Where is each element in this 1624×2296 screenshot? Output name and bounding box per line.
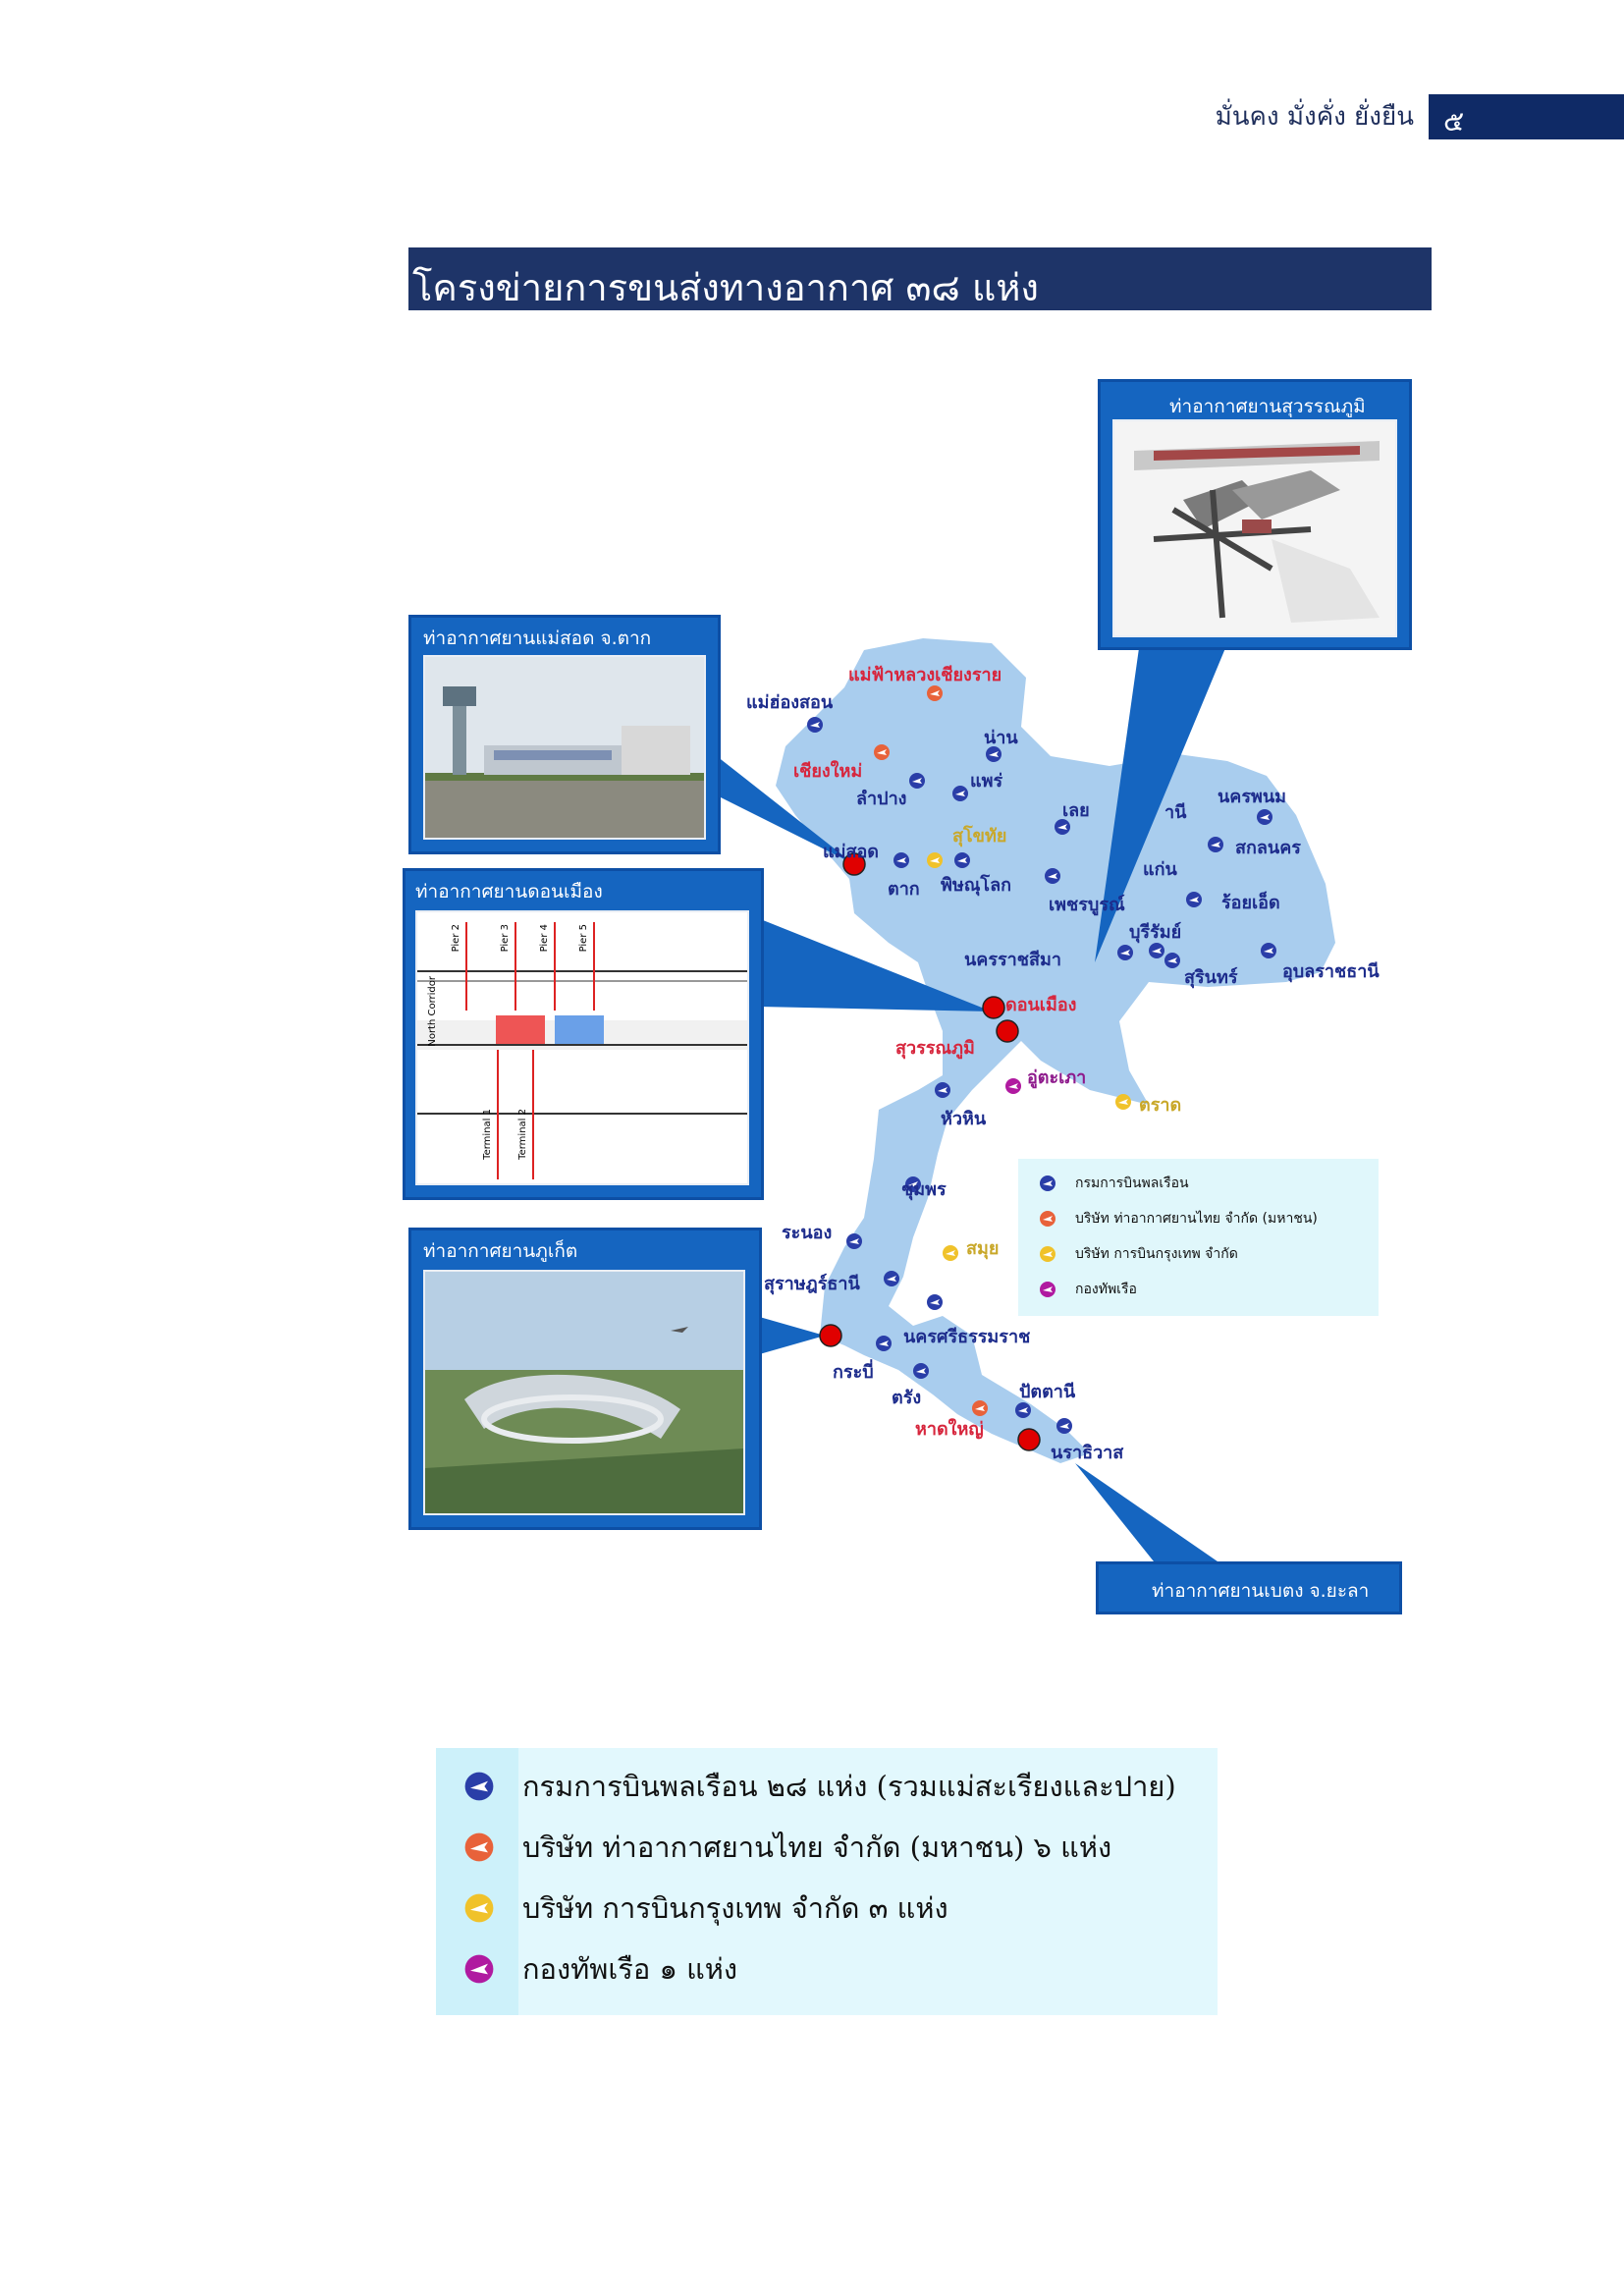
city-pattani: ปัตตานี — [1019, 1382, 1076, 1402]
don-mueang-terminal-diagram: Pier 2 Pier 3 Pier 4 Pier 5 North Corrid… — [415, 910, 749, 1185]
thailand-map — [717, 638, 1335, 1561]
don-mueang-callout: ท่าอากาศยานดอนเมือง Pier 2 Pier 3 Pier 4… — [403, 868, 764, 1200]
north-corridor-label: North Corridor — [427, 976, 438, 1047]
dca-airport-icon — [464, 1772, 494, 1801]
city-phitsanulok: พิษณุโลก — [941, 875, 1012, 896]
page-number: ๕ — [1443, 105, 1465, 137]
city-chumphon: ชุมพร — [901, 1179, 947, 1200]
phuket-callout-label: ท่าอากาศยานภูเก็ต — [423, 1240, 578, 1262]
legend-row-dca: กรมการบินพลเรือน ๒๘ แห่ง (รวมแม่สะเรียงแ… — [461, 1764, 1176, 1809]
legend-row-aot: บริษัท ท่าอากาศยานไทย จำกัด (มหาชน) ๖ แห… — [461, 1825, 1111, 1870]
thailand-shape — [776, 638, 1335, 1463]
phuket-airport-image — [423, 1270, 745, 1515]
navy-airport-icon — [464, 1954, 494, 1984]
city-sukhothai: สุโขทัย — [952, 826, 1007, 847]
betong-callout-label: ท่าอากาศยานเบตง จ.ยะลา — [1152, 1580, 1370, 1602]
mae-sot-connector — [717, 756, 854, 864]
city-sakon: สกลนคร — [1235, 838, 1301, 858]
suvarnabhumi-connector — [1095, 648, 1225, 962]
city-trat: ตราด — [1139, 1095, 1182, 1116]
page-title: โครงข่ายการขนส่งทางอากาศ ๓๘ แห่ง — [412, 266, 1039, 309]
city-phrae: แพร่ — [970, 771, 1003, 792]
city-ranong: ระนอง — [782, 1223, 833, 1243]
pier-3-label: Pier 3 — [500, 924, 511, 953]
mae-sot-callout-label: ท่าอากาศยานแม่สอด จ.ตาก — [423, 628, 652, 649]
phuket-callout: ท่าอากาศยานภูเก็ต — [408, 1228, 762, 1530]
city-samui: สมุย — [966, 1238, 1000, 1259]
city-roi-et: ร้อยเอ็ด — [1221, 893, 1280, 913]
betong-connector — [1075, 1463, 1218, 1561]
city-nakhon-phanom: นครพนม — [1218, 787, 1287, 807]
city-tak: ตาก — [888, 879, 920, 900]
don-mueang-marker — [982, 996, 1005, 1019]
map-legend-row: กองทัพเรือ — [1038, 1279, 1137, 1300]
map-legend: กรมการบินพลเรือน บริษัท ท่าอากาศยานไทย จ… — [1018, 1159, 1379, 1316]
city-loei: เลย — [1062, 800, 1090, 821]
terminal-1-label: Terminal 1 — [482, 1109, 493, 1160]
betong-callout: ท่าอากาศยานเบตง จ.ยะลา — [1096, 1561, 1402, 1614]
airport-legend — [436, 1748, 1218, 2015]
page-number-box — [1429, 94, 1624, 139]
city-suvarnabhumi: สุวรรณภูมิ — [895, 1038, 975, 1059]
city-ubon: อุบลราชธานี — [1282, 961, 1380, 982]
map-legend-row: บริษัท ท่าอากาศยานไทย จำกัด (มหาชน) — [1038, 1208, 1318, 1230]
city-hua-hin: หัวหิน — [941, 1109, 987, 1129]
city-nakhon-ratchasima: นครราชสีมา — [964, 950, 1061, 970]
bangkok-airways-airport-icon — [464, 1893, 494, 1923]
suvarnabhumi-callout: ท่าอากาศยานสุวรรณภูมิ — [1098, 379, 1412, 650]
aot-airport-icon — [1040, 1211, 1056, 1227]
city-mae-sot: แม่สอด — [823, 842, 879, 862]
pier-5-label: Pier 5 — [578, 924, 589, 953]
phuket-marker — [819, 1324, 842, 1347]
city-lampang: ลำปาง — [856, 789, 907, 809]
city-nan: น่าน — [984, 728, 1018, 748]
legend-row-bangkok-airways: บริษัท การบินกรุงเทพ จำกัด ๓ แห่ง — [461, 1886, 948, 1931]
map-legend-row: กรมการบินพลเรือน — [1038, 1173, 1189, 1194]
pier-4-label: Pier 4 — [539, 924, 550, 953]
mae-sot-airport-image — [423, 655, 706, 840]
phuket-connector — [756, 1316, 825, 1355]
city-mae-hong-son: แม่ฮ่องสอน — [746, 692, 834, 713]
title-bar — [408, 247, 1432, 310]
city-mae-fah-luang: แม่ฟ้าหลวงเชียงราย — [848, 665, 1002, 685]
legend-row-navy: กองทัพเรือ ๑ แห่ง — [461, 1946, 737, 1992]
aot-airport-icon — [464, 1832, 494, 1862]
pier-2-label: Pier 2 — [451, 924, 461, 953]
city-khon-kaen: แก่น — [1143, 859, 1177, 880]
terminal-2-label: Terminal 2 — [517, 1109, 528, 1160]
header-slogan: มั่นคง มั่งคั่ง ยั่งยืน — [1215, 102, 1414, 132]
don-mueang-connector — [758, 918, 992, 1011]
betong-marker — [1017, 1428, 1041, 1451]
city-hat-yai: หาดใหญ่ — [915, 1419, 984, 1440]
dca-airport-icon — [1040, 1175, 1056, 1191]
don-mueang-callout-label: ท่าอากาศยานดอนเมือง — [415, 881, 603, 902]
city-surin: สุรินทร์ — [1184, 967, 1238, 988]
city-don-mueang: ดอนเมือง — [1005, 995, 1077, 1015]
city-chiang-mai: เชียงใหม่ — [793, 761, 863, 782]
city-udon: านี — [1164, 802, 1187, 823]
city-nakhon-si: นครศรีธรรมราช — [903, 1327, 1031, 1347]
mae-sot-marker — [842, 852, 866, 876]
suvarnabhumi-callout-label: ท่าอากาศยานสุวรรณภูมิ — [1169, 396, 1366, 417]
city-phetchabun: เพชรบูรณ์ — [1049, 895, 1125, 915]
mae-sot-callout: ท่าอากาศยานแม่สอด จ.ตาก — [408, 615, 721, 854]
suvarnabhumi-marker — [996, 1019, 1019, 1043]
map-legend-row: บริษัท การบินกรุงเทพ จำกัด — [1038, 1243, 1238, 1265]
city-krabi: กระบี่ — [833, 1362, 874, 1383]
navy-airport-icon — [1040, 1282, 1056, 1297]
city-trang: ตรัง — [892, 1388, 922, 1408]
city-buriram: บุรีรัมย์ — [1129, 922, 1182, 943]
city-surat: สุราษฎร์ธานี — [764, 1274, 860, 1294]
suvarnabhumi-aerial-image — [1112, 419, 1397, 637]
city-narathiwat: นราธิวาส — [1051, 1443, 1124, 1463]
city-u-tapao: อู่ตะเภา — [1027, 1067, 1087, 1088]
bangkok-airways-airport-icon — [1040, 1246, 1056, 1262]
